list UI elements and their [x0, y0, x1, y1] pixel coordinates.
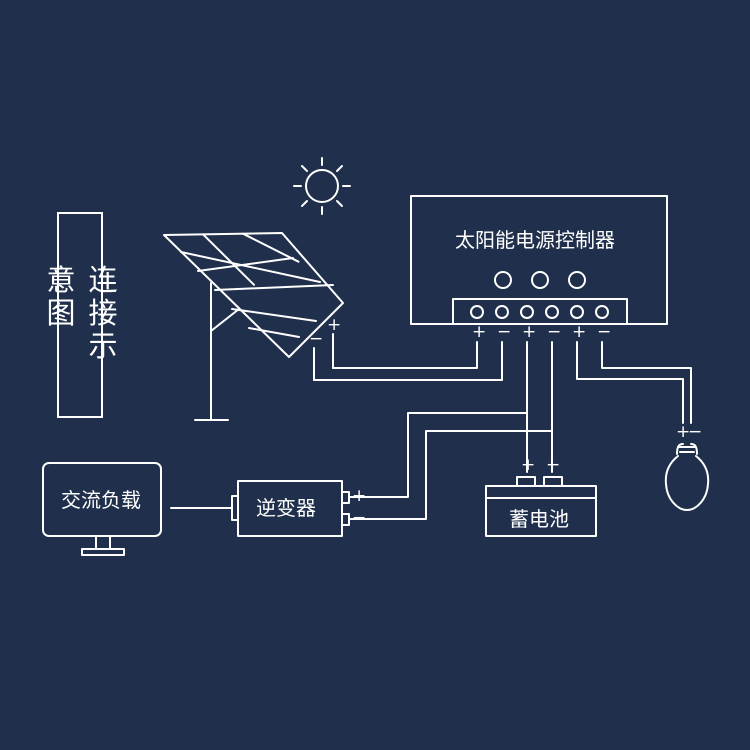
battery-box — [485, 476, 597, 537]
inverter-box — [170, 480, 350, 537]
controller-box — [410, 195, 668, 325]
diagram-title-box: 连接示意图 — [42, 212, 118, 418]
terminal-battery-plus: + — [522, 322, 537, 342]
monitor-icon — [42, 462, 162, 556]
inverter-minus-sign: − — [352, 508, 367, 528]
panel-plus-sign: + — [327, 315, 342, 335]
sun-icon — [293, 157, 351, 215]
ac-load-label: 交流负载 — [61, 488, 141, 512]
panel-wires — [313, 341, 503, 381]
battery-plus-sign: + — [521, 455, 536, 475]
battery-minus-sign: − — [546, 455, 561, 475]
diagram-title: 连接示意图 — [42, 264, 118, 364]
lamp-plus-sign: + — [676, 422, 691, 442]
terminal-panel-minus: − — [497, 322, 512, 342]
terminal-load-minus: − — [597, 322, 612, 342]
terminal-battery-minus: − — [547, 322, 562, 342]
battery-label: 蓄电池 — [509, 507, 569, 531]
light-bulb-icon — [664, 443, 710, 511]
inverter-label: 逆变器 — [256, 496, 316, 520]
solar-panel-icon — [163, 232, 344, 421]
controller-label: 太阳能电源控制器 — [455, 228, 615, 252]
terminal-panel-plus: + — [472, 322, 487, 342]
lamp-wires — [576, 341, 692, 424]
battery-wires — [348, 341, 553, 520]
inverter-plus-sign: + — [352, 486, 367, 506]
panel-minus-sign: − — [309, 329, 324, 349]
terminal-load-plus: + — [572, 322, 587, 342]
lamp-minus-sign: − — [688, 422, 703, 442]
